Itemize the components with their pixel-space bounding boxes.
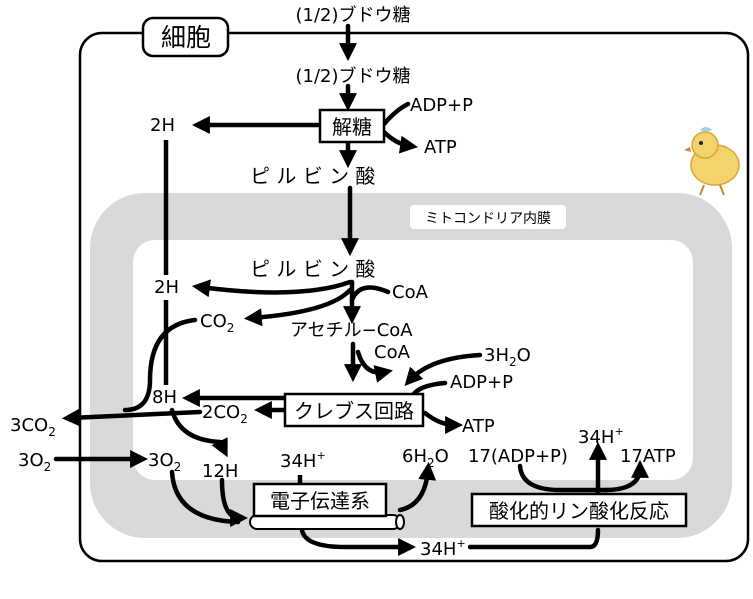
krebs-atp: ATP (462, 416, 495, 437)
arrow-17atp (602, 459, 649, 493)
etc-box (252, 482, 388, 518)
arrow-co2-mito (243, 287, 353, 327)
etc-label: 電子伝達系 (270, 489, 370, 513)
glycolysis-box (318, 108, 386, 144)
krebs-box (283, 392, 425, 428)
arrows (53, 23, 649, 556)
line-o2-etc (169, 469, 241, 525)
glycolysis-2h: 2H (150, 115, 175, 136)
arrow-34h-out (299, 527, 417, 556)
oxphos-adp: 17(ADP+P) (468, 446, 568, 467)
co2-label: CO2 (200, 311, 234, 335)
arrow-water-in (404, 352, 483, 386)
etc-water-out: 6H2O (402, 446, 449, 470)
o2-outside: 3O2 (18, 450, 51, 474)
mitochondria-label: ミトコンドリア内膜 (425, 211, 551, 227)
o2-inside: 3O2 (148, 450, 181, 474)
krebs-2co2: 2CO2 (202, 402, 248, 426)
krebs-label: クレブス回路 (294, 399, 414, 423)
cell-label: 細胞 (161, 23, 211, 52)
mitochondria-matrix (133, 240, 693, 480)
pyruvate-mito: ピ ル ビ ン 酸 (250, 257, 375, 281)
mito-2h: 2H (154, 277, 179, 298)
glycolysis-atp: ATP (424, 137, 457, 158)
cell-label-box (141, 16, 230, 58)
pyruvate-cytosol: ピ ル ビ ン 酸 (250, 164, 375, 188)
oxphos-34h: 34H+ (578, 425, 624, 448)
arrow-atp-krebs (422, 410, 464, 434)
line-co2-down (122, 317, 198, 413)
glycolysis-adp: ADP+P (410, 95, 473, 116)
arrow-12h-etc (219, 477, 249, 527)
krebs-8h: 8H (152, 387, 177, 408)
h12-label: 12H (202, 461, 238, 482)
line-34h-oxphos (467, 527, 601, 550)
mito-label-box (410, 205, 566, 229)
oxphos-17atp: 17ATP (620, 446, 676, 467)
oxphos-label: 酸化的リン酸化反応 (489, 499, 669, 523)
arrow-atp-glycolysis (381, 129, 419, 154)
arrow-water-out (397, 461, 437, 513)
water-in: 3H2O (484, 345, 531, 369)
arrow-3co2 (61, 408, 203, 427)
co2-total: 3CO2 (10, 415, 56, 439)
arrow-coa-out (355, 349, 393, 383)
glucose-inside: (1/2)ブドウ糖 (295, 65, 410, 87)
arrow-2h-mito (191, 279, 353, 298)
arrow-8h-12h (169, 407, 228, 458)
glycolysis-label: 解糖 (332, 115, 372, 139)
glucose-outside: (1/2)ブドウ糖 (295, 4, 410, 26)
coa-in: CoA (392, 282, 429, 303)
chick-doodle-icon (684, 127, 740, 196)
coa-out: CoA (374, 342, 411, 363)
oxphos-box (470, 492, 688, 528)
etc-34h-out: 34H+ (420, 537, 466, 560)
etc-34h-in: 34H+ (280, 449, 326, 472)
line-adp-glycolysis (381, 101, 411, 127)
krebs-adp: ADP+P (450, 372, 513, 393)
line-adp-oxphos (517, 463, 608, 493)
acetyl-coa: アセチル−CoA (290, 320, 413, 341)
